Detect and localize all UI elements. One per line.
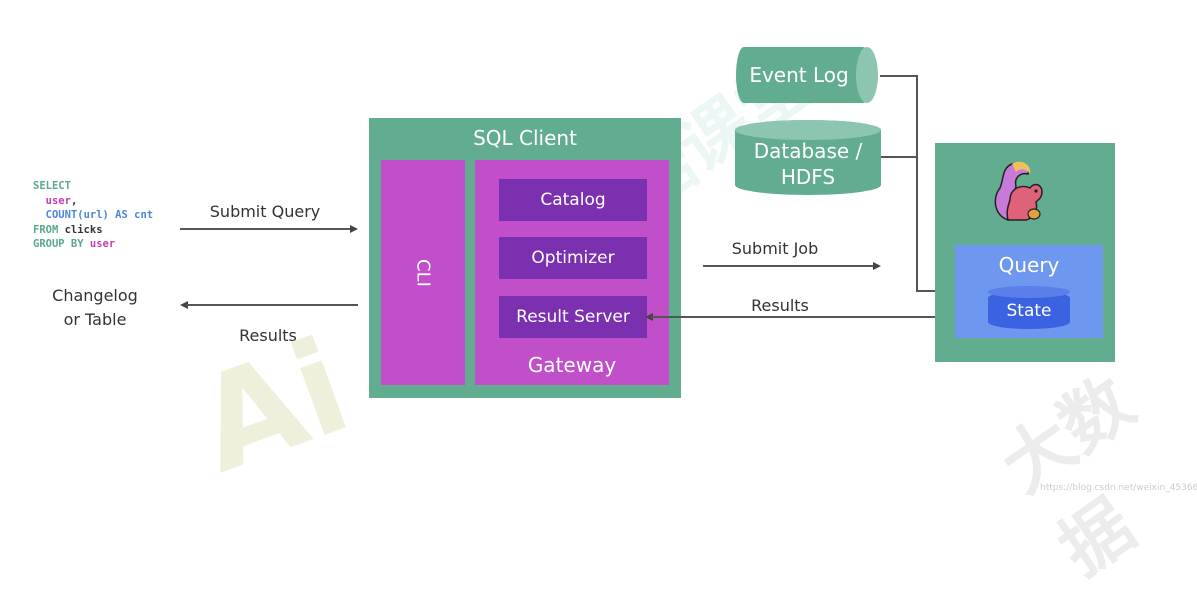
event-log-label: Event Log [749, 63, 849, 87]
submit-query-arrowhead [350, 225, 358, 233]
query-box: Query State [955, 245, 1103, 338]
state-label: State [1006, 301, 1052, 321]
results-right-label: Results [751, 296, 809, 315]
database-cylinder: Database / HDFS [735, 120, 881, 195]
watermark-chinese-2: 大数据 [986, 361, 1149, 592]
state-cylinder: State [988, 286, 1070, 329]
sql-token: SELECT [33, 180, 71, 192]
gateway-box: Catalog Optimizer Result Server Gateway [475, 160, 669, 385]
or-table-label: or Table [63, 310, 127, 329]
flink-squirrel-icon [994, 161, 1043, 221]
gateway-label: Gateway [527, 353, 617, 377]
sql-token: user [33, 194, 71, 207]
query-label: Query [998, 253, 1060, 277]
submit-job-arrow [703, 265, 875, 267]
source-to-query-connector [916, 290, 946, 292]
results-left-label: Results [239, 326, 297, 345]
event-log-connector [880, 75, 917, 77]
cli-box: CLI [381, 160, 465, 385]
database-label-line1: Database / [753, 139, 863, 163]
changelog-label: Changelog [52, 286, 138, 305]
result-server-box: Result Server [499, 296, 647, 338]
event-log-cylinder: Event Log [736, 47, 878, 103]
sql-code-line: SELECT [33, 179, 153, 194]
results-arrow-left [186, 304, 358, 306]
results-arrowhead-left [180, 301, 188, 309]
sql-code-line: GROUP BY user [33, 237, 153, 252]
source-vertical-connector [916, 75, 918, 290]
submit-job-label: Submit Job [731, 239, 819, 258]
database-connector [880, 156, 917, 158]
sql-token: clicks [64, 223, 103, 236]
submit-job-arrowhead [873, 262, 881, 270]
results-arrowhead-right [645, 313, 653, 321]
sql-token: , [70, 194, 78, 207]
sql-token: GROUP BY [33, 238, 90, 251]
catalog-box: Catalog [499, 179, 647, 221]
sql-code-line: COUNT(url) AS cnt [33, 208, 153, 223]
sql-client-title: SQL Client [473, 126, 577, 150]
sql-code-line: FROM clicks [33, 223, 153, 238]
watermark-url: https://blog.csdn.net/weixin_45366499 [1040, 483, 1197, 493]
database-label-line2: HDFS [780, 165, 836, 189]
sql-token: FROM [33, 223, 65, 236]
submit-query-label: Submit Query [209, 202, 321, 221]
sql-code-line: user, [33, 194, 153, 209]
submit-query-arrow [180, 228, 352, 230]
sql-token: user [89, 238, 116, 251]
cli-label: CLI [412, 258, 434, 287]
sql-token: COUNT(url) AS cnt [33, 209, 154, 222]
results-arrow-right [651, 316, 955, 318]
optimizer-box: Optimizer [499, 237, 647, 279]
